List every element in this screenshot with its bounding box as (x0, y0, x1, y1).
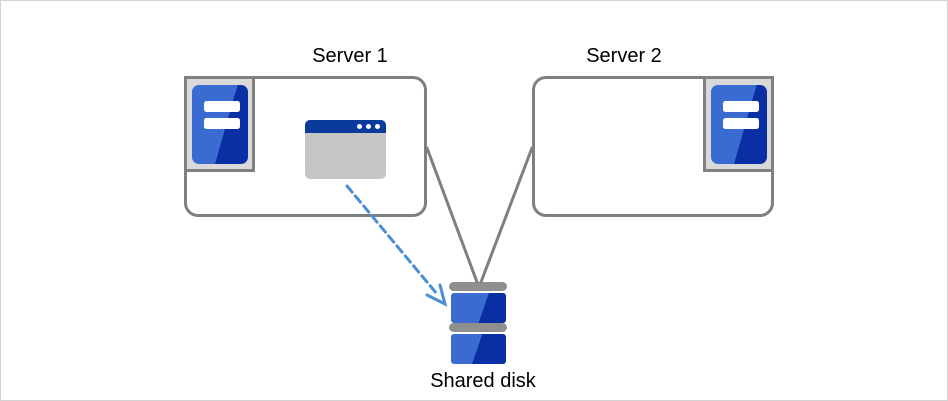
server-slot (722, 117, 759, 129)
server1-label: Server 1 (312, 45, 388, 67)
server-slot (722, 100, 759, 112)
disk-platter (451, 334, 506, 364)
server-tower-icon (191, 84, 248, 164)
server-slot (203, 117, 240, 129)
application-window-icon (305, 120, 386, 179)
server2-label: Server 2 (586, 45, 662, 67)
dashed-arrowhead-icon (425, 283, 448, 307)
app-window-titlebar (305, 120, 386, 133)
server2-icon-frame (703, 76, 774, 172)
shared-disk-label: Shared disk (430, 370, 536, 392)
server1-icon-frame (184, 76, 255, 172)
server-slot (203, 100, 240, 112)
server-tower-icon (710, 84, 767, 164)
disk-platter (451, 293, 506, 323)
disk-top-bar (449, 323, 507, 332)
connector-server1-to-disk (425, 146, 479, 284)
connector-server2-to-disk (479, 146, 534, 284)
app-window-dots-icon (357, 124, 380, 129)
disk-top-bar (449, 282, 507, 291)
